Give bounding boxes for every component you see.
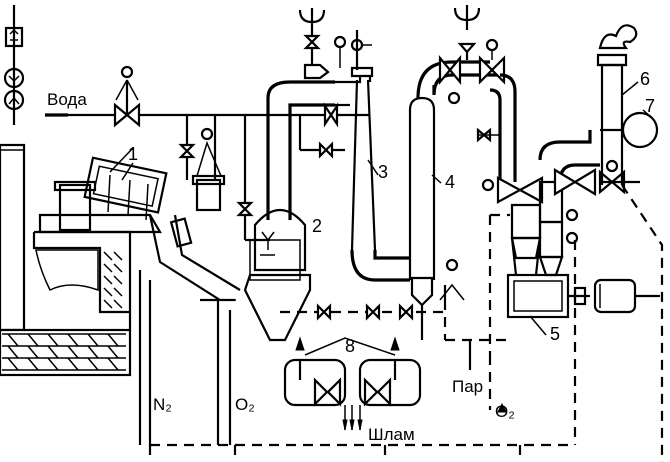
scrubber-2 xyxy=(243,80,335,342)
pump-5 xyxy=(506,273,660,319)
n2-label: N₂ xyxy=(153,395,172,414)
sludge-label: Шлам xyxy=(368,425,415,444)
separator-4 xyxy=(408,60,500,340)
callout-4: 4 xyxy=(445,172,455,192)
hood-1 xyxy=(53,147,241,302)
o2-left-label: O₂ xyxy=(235,395,255,414)
callout-7: 7 xyxy=(645,96,655,116)
gas-lines xyxy=(138,184,664,462)
steam-label: Пар xyxy=(452,377,483,396)
callout-5: 5 xyxy=(550,324,560,344)
venturi-3 xyxy=(335,30,410,282)
o2-right-label: O₂ xyxy=(495,402,515,421)
spray-unit xyxy=(191,127,226,212)
callout-leaders xyxy=(121,81,653,336)
right-duct xyxy=(476,73,640,277)
water-label: Вода xyxy=(47,90,87,109)
top-vent-right xyxy=(438,5,506,105)
callout-8: 8 xyxy=(345,336,355,356)
top-vent-left xyxy=(298,8,347,80)
hydroseal-8 xyxy=(283,336,422,431)
circulation-line xyxy=(280,258,510,342)
callout-6: 6 xyxy=(640,69,650,89)
callout-3: 3 xyxy=(378,162,388,182)
callout-2: 2 xyxy=(312,216,322,236)
furnace-wall xyxy=(0,143,162,377)
callout-1: 1 xyxy=(128,144,138,164)
stack-6 xyxy=(596,24,659,185)
electrical-symbols xyxy=(3,5,25,125)
water-line xyxy=(45,65,370,242)
